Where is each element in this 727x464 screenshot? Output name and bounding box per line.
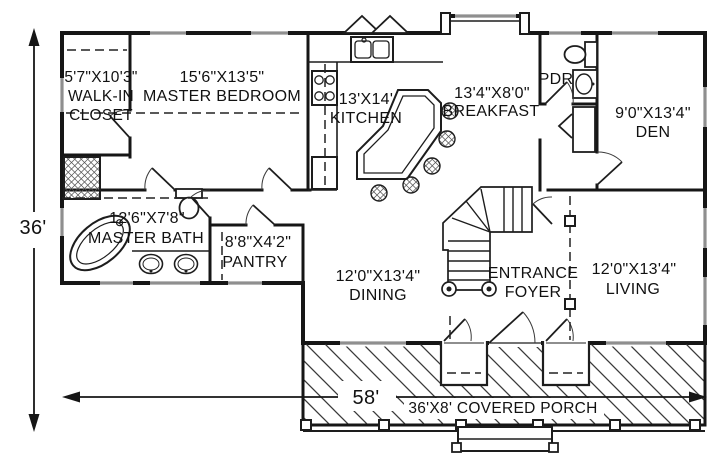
horizontal-dimension-arrow (62, 391, 707, 403)
label-master-bedroom: MASTER BEDROOM (143, 88, 301, 105)
bath-door (190, 189, 211, 219)
label-kitchen: KITCHEN (330, 110, 402, 127)
entry-right-sidelight (541, 318, 591, 387)
label-depth-36: 36' (20, 217, 47, 239)
window-symbols (58, 12, 709, 347)
vanity-sinks (132, 250, 210, 275)
room-labels: 5'7"X10'3" WALK-IN CLOSET 15'6"X13'5" MA… (20, 69, 691, 417)
label-den: DEN (636, 124, 671, 141)
label-walk-in-closet-1: WALK-IN (68, 88, 134, 105)
kitchen-fixtures (308, 12, 530, 202)
porch-columns (300, 419, 701, 431)
doors (109, 81, 623, 387)
pantry-door (245, 204, 276, 226)
label-dining-size: 12'0"X13'4" (336, 268, 421, 285)
newel-posts (441, 281, 497, 297)
den-door (596, 151, 623, 186)
hall-linen-closet (557, 106, 596, 153)
entry-left-sidelight (439, 318, 489, 387)
label-width-58: 58' (353, 387, 380, 409)
closet-door (109, 109, 131, 139)
stair-closet-door (532, 196, 553, 225)
porch-steps (451, 426, 559, 453)
dashed-lines (62, 49, 583, 374)
foyer-column-post (564, 215, 576, 227)
label-breakfast: BREAKFAST (443, 103, 540, 120)
master-bath-fixtures (63, 156, 210, 275)
bar-stools (370, 102, 459, 202)
label-foyer-1: ENTRANCE (488, 265, 578, 282)
powder-room-fixtures (557, 41, 598, 153)
label-master-bath: MASTER BATH (88, 230, 204, 247)
label-pantry: PANTRY (222, 254, 287, 271)
breakfast-bay-window (440, 12, 530, 35)
label-den-size: 9'0"X13'4" (615, 105, 691, 122)
vertical-dimension-arrow (28, 28, 40, 432)
foyer-column-post (564, 298, 576, 310)
label-pdr: PDR (539, 71, 574, 88)
label-master-bath-size: 12'6"X7'8" (109, 210, 185, 227)
label-living: LIVING (606, 281, 660, 298)
label-breakfast-size: 13'4"X8'0" (454, 85, 530, 102)
label-master-bedroom-size: 15'6"X13'5" (180, 69, 265, 86)
pdr-door (544, 81, 574, 105)
bathtub (69, 214, 131, 272)
garden-window (341, 14, 411, 34)
front-entry-door (488, 311, 541, 347)
interior-walls (60, 31, 707, 285)
dim-label-patch (338, 381, 396, 411)
label-covered-porch: 36'X8' COVERED PORCH (408, 400, 597, 417)
label-kitchen-size: 13'X14' (339, 91, 393, 108)
label-dining: DINING (349, 287, 407, 304)
porch-label-patch (404, 398, 604, 419)
staircase (441, 186, 553, 297)
pdr-sink (572, 69, 598, 99)
label-living-size: 12'0"X13'4" (592, 261, 677, 278)
shower (63, 156, 101, 200)
windows (58, 12, 709, 347)
label-pantry-size: 8'8"X4'2" (225, 234, 291, 251)
kitchen-sink (350, 36, 394, 63)
bedroom-entry-door (261, 167, 293, 191)
bedroom-hall-door (144, 167, 176, 191)
pdr-toilet (563, 41, 598, 68)
label-walk-in-closet-size: 5'7"X10'3" (64, 69, 137, 86)
label-walk-in-closet-2: CLOSET (69, 107, 133, 124)
label-foyer-2: FOYER (505, 284, 562, 301)
